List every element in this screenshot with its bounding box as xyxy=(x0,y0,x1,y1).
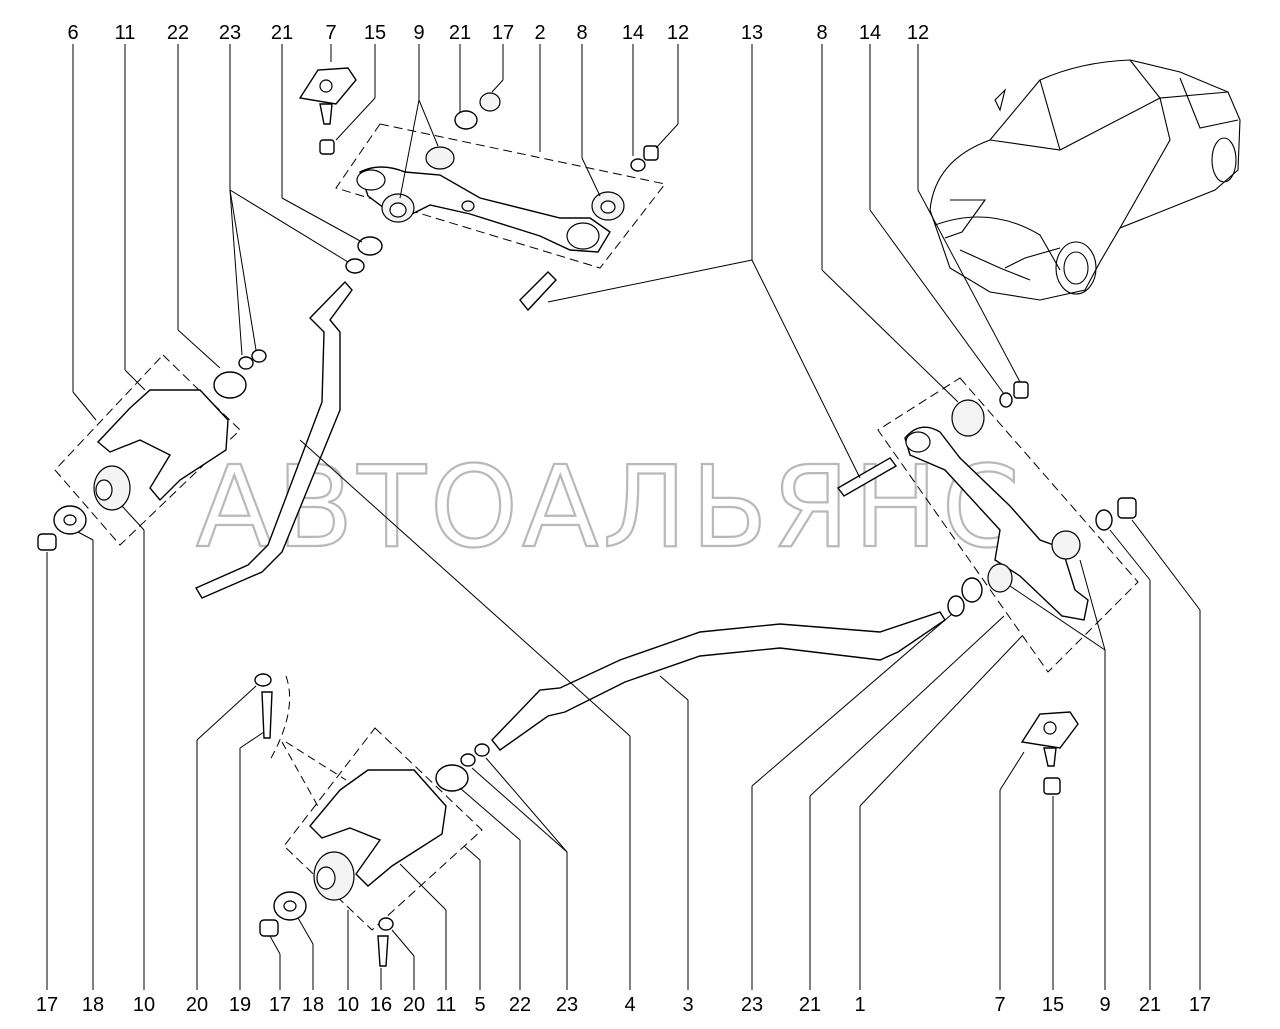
callout-label: 21 xyxy=(449,22,471,44)
callout-label: 17 xyxy=(492,22,514,44)
callout-label: 12 xyxy=(907,22,929,44)
right-arm-group-outline xyxy=(877,377,1139,673)
callout-label: 19 xyxy=(229,994,251,1016)
callout-label: 14 xyxy=(859,22,881,44)
callout-row-bottom: 17 18 10 20 19 17 18 10 16 20 11 5 22 23… xyxy=(36,994,1211,1016)
watermark-text: АВТОАЛЬЯНС xyxy=(196,443,1024,573)
stabilizer-bar xyxy=(194,280,946,751)
callout-label: 11 xyxy=(436,994,457,1016)
callout-label: 6 xyxy=(67,22,78,44)
callout-label: 18 xyxy=(82,994,104,1016)
callout-label: 9 xyxy=(413,22,424,44)
callout-label: 23 xyxy=(556,994,578,1016)
lower-bracket-group-outline xyxy=(283,727,483,931)
callout-label: 17 xyxy=(36,994,58,1016)
callout-label: 20 xyxy=(403,994,425,1016)
callout-label: 21 xyxy=(799,994,821,1016)
callout-row-top: 6 11 22 23 21 7 15 9 21 17 2 8 14 12 13 … xyxy=(67,22,929,44)
lower-bracket-assembly xyxy=(254,673,490,967)
callout-label: 9 xyxy=(1099,994,1110,1016)
bushing-17-top xyxy=(479,92,501,112)
callout-label: 10 xyxy=(337,994,359,1016)
callout-label: 17 xyxy=(1189,994,1211,1016)
callout-label: 22 xyxy=(167,22,189,44)
upper-link-arm xyxy=(356,146,625,253)
callout-label: 2 xyxy=(534,22,545,44)
callout-label: 17 xyxy=(269,994,291,1016)
callout-label: 20 xyxy=(186,994,208,1016)
callout-label: 21 xyxy=(271,22,293,44)
callout-label: 16 xyxy=(370,994,392,1016)
callout-label: 8 xyxy=(816,22,827,44)
nut-12-top xyxy=(643,145,659,161)
callout-label: 1 xyxy=(854,994,865,1016)
right-arm-assembly xyxy=(836,381,1137,621)
ball-joint-bottom xyxy=(1020,711,1079,795)
nut-15-top xyxy=(319,139,335,155)
callout-label: 5 xyxy=(474,994,485,1016)
callout-label: 22 xyxy=(509,994,531,1016)
bolt-13-top xyxy=(519,271,557,312)
callout-label: 14 xyxy=(622,22,644,44)
callout-label: 3 xyxy=(682,994,693,1016)
callout-label: 7 xyxy=(994,994,1005,1016)
left-bracket-assembly xyxy=(37,349,267,551)
callout-label: 15 xyxy=(1042,994,1064,1016)
callout-label: 23 xyxy=(741,994,763,1016)
callout-label: 12 xyxy=(667,22,689,44)
callout-label: 21 xyxy=(1139,994,1161,1016)
callout-label: 13 xyxy=(741,22,763,44)
washer-21-mid xyxy=(357,236,383,256)
ball-joint-top xyxy=(298,67,357,125)
callout-label: 4 xyxy=(624,994,635,1016)
callout-label: 8 xyxy=(576,22,587,44)
callout-label: 7 xyxy=(325,22,336,44)
washer-14-top xyxy=(630,158,646,172)
upper-arm-group-outline xyxy=(335,123,666,269)
callout-label: 15 xyxy=(364,22,386,44)
callout-label: 10 xyxy=(133,994,155,1016)
callout-label: 11 xyxy=(115,22,136,44)
callout-label: 18 xyxy=(302,994,324,1016)
washer-23-mid xyxy=(345,258,365,274)
callout-label: 23 xyxy=(219,22,241,44)
car-locator-illustration xyxy=(929,59,1241,301)
leader-lines xyxy=(46,44,1201,990)
washer-21-top xyxy=(454,110,478,130)
